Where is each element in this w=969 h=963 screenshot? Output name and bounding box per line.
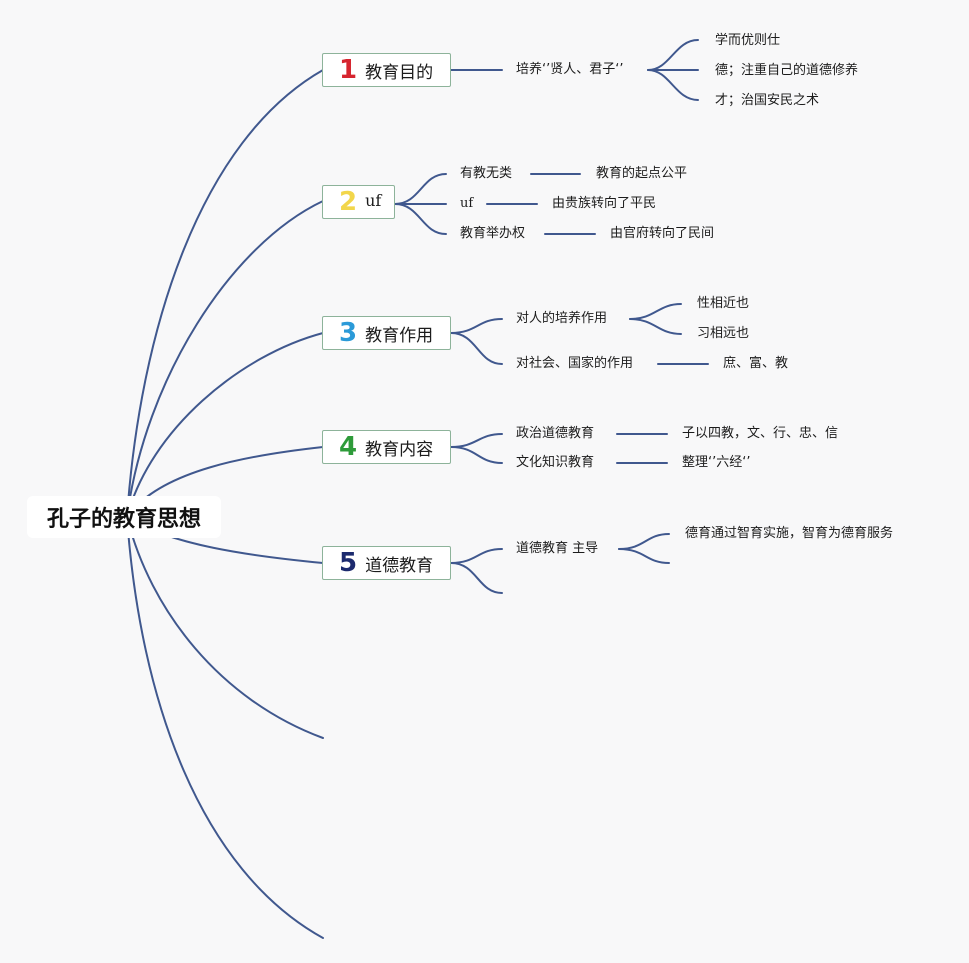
number-1-icon: 1 [339, 55, 358, 85]
subtopic-3-2-1[interactable]: 庶、富、教 [723, 356, 789, 371]
topic-2-label: uf [365, 190, 382, 210]
subtopic-4-1-1[interactable]: 子以四教，文、行、忠、信 [682, 426, 839, 441]
subtopic-2-1[interactable]: 有教无类 [460, 166, 513, 181]
subtopic-2-2[interactable]: uf [460, 196, 474, 211]
number-4-icon: 4 [339, 432, 358, 462]
topic-4[interactable]: 4 教育内容 [322, 430, 451, 464]
subtopic-5-1[interactable]: 道德教育 主导 [516, 541, 599, 556]
root-topic-label: 孔子的教育思想 [46, 507, 201, 532]
subtopic-2-3[interactable]: 教育举办权 [460, 226, 526, 241]
subtopic-1-1-1[interactable]: 学而优则仕 [715, 33, 781, 48]
topic-4-label: 教育内容 [365, 439, 434, 460]
topic-3-label: 教育作用 [365, 325, 434, 346]
connector-root-to-1 [126, 69, 324, 518]
subtopic-5-1-1[interactable]: 德育通过智育实施，智育为德育服务 [685, 526, 894, 541]
subtopic-2-1-1[interactable]: 教育的起点公平 [596, 166, 688, 181]
connector-root-to-3 [126, 332, 324, 518]
connector-root-to-empty-1 [126, 516, 324, 739]
topic-5[interactable]: 5 道德教育 [322, 546, 451, 580]
subtopic-4-1[interactable]: 政治道德教育 [516, 426, 595, 441]
subtopic-3-2[interactable]: 对社会、国家的作用 [516, 356, 634, 371]
subtopic-3-1-1[interactable]: 性相近也 [697, 296, 750, 311]
connector-root-to-2 [126, 200, 324, 518]
subtopic-2-2-1[interactable]: 由贵族转向了平民 [552, 196, 657, 211]
topic-1[interactable]: 1 教育目的 [322, 53, 451, 87]
topic-1-label: 教育目的 [365, 62, 434, 83]
subtopic-3-1[interactable]: 对人的培养作用 [516, 311, 608, 326]
topic-2[interactable]: 2 uf [322, 185, 395, 219]
connector-root-to-empty-2 [126, 516, 324, 939]
subtopic-3-1-2[interactable]: 习相远也 [697, 326, 750, 341]
subtopic-2-3-1[interactable]: 由官府转向了民间 [610, 226, 715, 241]
subtopic-4-2[interactable]: 文化知识教育 [516, 455, 595, 470]
root-topic[interactable]: 孔子的教育思想 [27, 496, 221, 538]
topic-5-label: 道德教育 [365, 555, 434, 576]
number-2-icon: 2 [339, 187, 358, 217]
topic-3[interactable]: 3 教育作用 [322, 316, 451, 350]
subtopic-1-1-3[interactable]: 才；治国安民之术 [715, 93, 820, 108]
subtopic-1-1[interactable]: 培养‘’贤人、君子‘’ [516, 62, 624, 77]
number-5-icon: 5 [339, 548, 358, 578]
number-3-icon: 3 [339, 318, 358, 348]
subtopic-4-2-1[interactable]: 整理‘’六经‘’ [682, 455, 751, 470]
subtopic-1-1-2[interactable]: 德；注重自己的道德修养 [715, 63, 859, 78]
